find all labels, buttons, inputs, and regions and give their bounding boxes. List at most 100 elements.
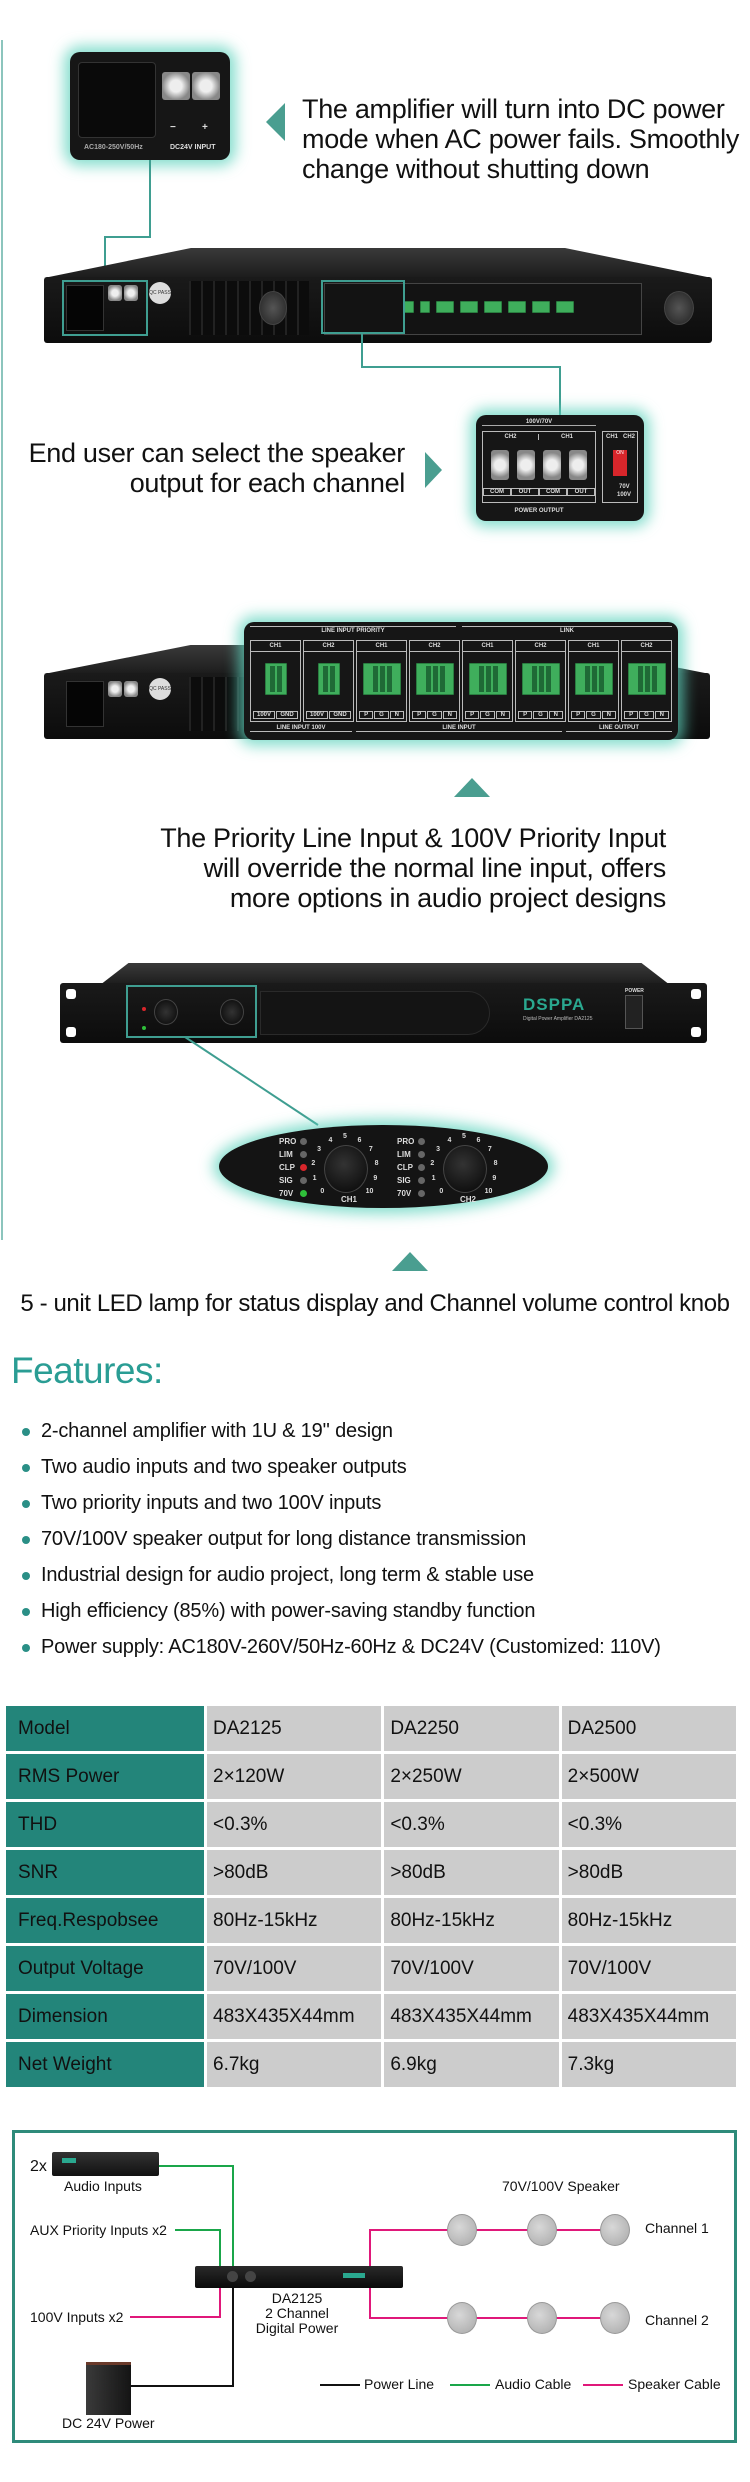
led-row: PRO [397,1135,425,1148]
amp-line: 2 Channel [265,2305,329,2321]
led-indicator-icon [418,1151,425,1158]
vent-grille [189,281,309,335]
led-clp [142,1007,146,1011]
knob-scale-mark: 1 [431,1174,436,1182]
spec-value: >80dB [384,1850,559,1895]
power-output-label: POWER OUTPUT [514,508,564,514]
ac-label: AC180-250V/50Hz [84,144,143,151]
spec-label: THD [6,1802,204,1847]
knob-icon[interactable] [154,999,178,1025]
led-indicator-icon [300,1151,307,1158]
spec-value: <0.3% [561,1802,736,1847]
feature-item: 2-channel amplifier with 1U & 19'' desig… [22,1420,393,1443]
pointer-right-icon [425,452,442,488]
led-row: PRO [279,1135,307,1148]
knob-scale-mark: 3 [436,1146,441,1154]
led-label: LIM [397,1150,411,1159]
pin-label: N [654,711,669,719]
led-indicator-icon [300,1177,307,1184]
pin-label: P [465,711,480,719]
channel-1-label: Channel 1 [645,2220,709,2236]
feature-item: Two audio inputs and two speaker outputs [22,1456,407,1479]
power-switch[interactable] [625,995,643,1029]
green-terminal-icon [436,301,454,313]
bullet-icon [22,1499,30,1508]
connector-line [104,236,151,238]
knob-scale-mark: 10 [365,1187,374,1195]
knob-scale-mark: 8 [374,1160,379,1167]
feature-item: High efficiency (85%) with power-saving … [22,1600,535,1623]
audio-cable [232,2165,234,2266]
green-terminal-icon [556,301,574,313]
knob-scale-mark: 6 [357,1136,362,1144]
led-indicator-icon [418,1138,425,1145]
rack-ear-hole [66,989,76,999]
100v-cable [130,2316,221,2318]
column-label: CH1 [251,641,300,652]
legend-speaker-swatch [583,2384,623,2386]
power-line [232,2288,234,2387]
dc-terminal [108,285,122,301]
speaker-terminal [543,450,561,480]
bullet-icon [22,1535,30,1544]
bullet-icon [22,1643,30,1652]
led-indicator-icon [300,1190,307,1197]
volume-knob-ch2[interactable] [443,1145,487,1193]
terminal-strip [324,283,642,335]
pin-label: GND [329,711,351,719]
pin-label: N [495,711,510,719]
green-terminal-icon [363,663,401,695]
dip-switch[interactable]: ON [613,450,627,476]
out-label: OUT [511,488,539,496]
pin-label: G [374,711,389,719]
volume-knob-ch1[interactable] [324,1145,368,1193]
front-display-bezel [260,991,490,1035]
speaker-icon [527,2302,557,2334]
sw-100v-label: 100V [617,492,632,498]
spec-value: 80Hz-15kHz [561,1898,736,1943]
pin-label: GND [276,711,298,719]
knob-label-ch2: CH2 [460,1195,477,1204]
speaker-icon [447,2302,477,2334]
pin-label: G [639,711,654,719]
caption-line: The amplifier will turn into DC power [302,94,725,124]
pointer-up-icon [454,778,490,797]
dc-terminal [124,681,138,697]
dc-power-label: DC 24V Power [62,2415,155,2431]
dc-plus-label: + [202,122,208,133]
speaker-terminal [491,450,509,480]
column-label: CH2 [410,641,459,652]
feature-item: Two priority inputs and two 100V inputs [22,1492,381,1515]
com-label: COM [539,488,567,496]
voltage-switch-block: CH1 CH2 ON 70V 100V [602,431,638,503]
knob-scale-mark: 2 [311,1160,316,1167]
led-indicator-icon [418,1164,425,1171]
knob-icon[interactable] [220,999,244,1025]
led-row: SIG [279,1174,307,1187]
ac-socket [66,285,104,331]
knob-scale-mark: 3 [317,1146,322,1154]
speaker-title: 70V/100V Speaker [502,2178,620,2194]
audio-cable [159,2165,234,2167]
spec-label: SNR [6,1850,204,1895]
spec-value: 483X435X44mm [384,1994,559,2039]
bullet-icon [22,1463,30,1472]
spec-value: 6.7kg [207,2042,382,2087]
qc-pass-sticker: QC PASS [149,282,171,304]
highlight-power-output [321,280,405,334]
voltage-title: 100V/70V [482,419,596,426]
led-row: 70V [279,1187,307,1200]
audio-inputs-label: Audio Inputs [64,2178,142,2194]
aux-cable [175,2229,221,2231]
amp-line: Digital Power [255,2320,339,2336]
legend-power-swatch [320,2384,360,2386]
knob-scale-mark: 2 [430,1160,435,1167]
